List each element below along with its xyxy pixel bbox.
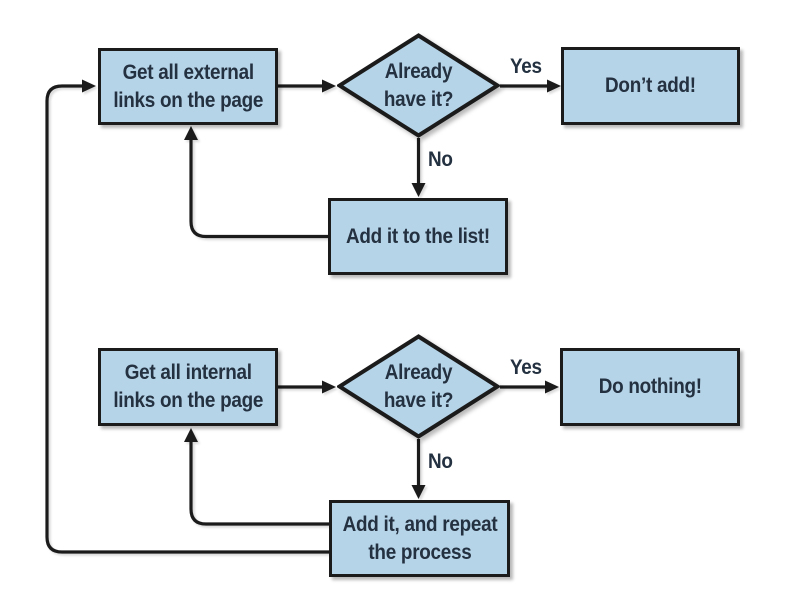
process-box-label: Don’t add! — [605, 74, 696, 98]
arrowhead-into-internal-box-bottom — [184, 428, 198, 442]
process-box-do-nothing: Do nothing! — [560, 348, 740, 426]
diamond-shape — [337, 33, 500, 138]
decision-label: Already have it? — [383, 360, 454, 412]
arrowhead-into-external-box-left — [82, 79, 96, 93]
process-box-label: Get all external links on the page — [113, 60, 263, 112]
process-box-label: Add it, and repeat the process — [342, 512, 497, 564]
edge-label-no-bottom: No — [428, 450, 453, 473]
edge-add-and-repeat-loop — [189, 440, 329, 526]
edge-outer-loop — [45, 84, 329, 554]
decision-diamond-already-have-top: Already have it? — [337, 33, 500, 138]
arrowhead-into-add-to-list — [411, 183, 426, 197]
edge-label-yes-top: Yes — [510, 55, 542, 78]
arrowhead-into-add-and-repeat — [411, 485, 426, 499]
process-box-add-to-list: Add it to the list! — [328, 198, 508, 275]
process-box-get-external-links: Get all external links on the page — [98, 48, 278, 125]
process-box-label: Add it to the list! — [346, 224, 490, 248]
diamond-shape — [337, 334, 500, 439]
edge-label-yes-bottom: Yes — [510, 356, 542, 379]
process-box-label: Do nothing! — [598, 375, 702, 399]
arrowhead-into-do-nothing — [545, 380, 559, 394]
decision-label: Already have it? — [383, 59, 454, 111]
edge-label-no-top: No — [428, 148, 453, 171]
edge-add-to-list-loop — [189, 138, 328, 239]
arrowhead-into-bottom-diamond — [322, 380, 336, 394]
arrowhead-into-dont-add — [547, 79, 561, 93]
arrowhead-into-top-diamond — [322, 79, 336, 93]
process-box-label: Get all internal links on the page — [113, 361, 263, 412]
process-box-add-and-repeat: Add it, and repeat the process — [329, 500, 510, 577]
decision-diamond-already-have-bottom: Already have it? — [337, 334, 500, 439]
process-box-dont-add: Don’t add! — [561, 47, 740, 125]
process-box-get-internal-links: Get all internal links on the page — [98, 348, 278, 426]
arrowhead-into-external-box-bottom — [184, 126, 198, 140]
